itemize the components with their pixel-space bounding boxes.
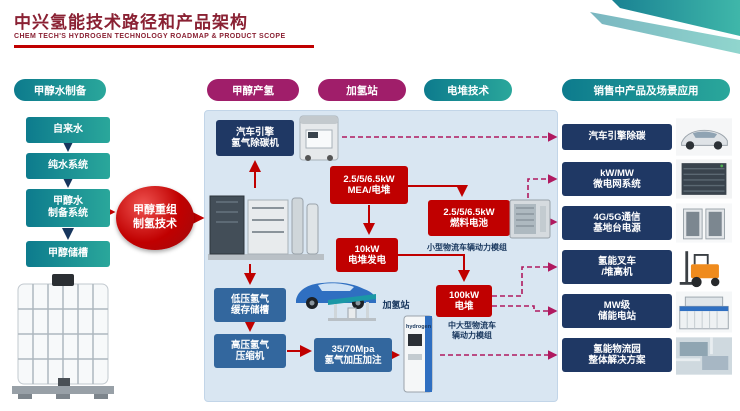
small-logistics-module-label: 小型物流车辆动力模组 — [427, 243, 507, 252]
mid-logistics-module-label: 中大型物流车 辆动力模组 — [448, 321, 496, 340]
pill-methanol-water: 甲醇水制备 — [14, 79, 106, 101]
box-low-pressure-buffer: 低压氢气 缓存储槽 — [214, 288, 286, 322]
white-car-image — [676, 117, 732, 157]
pill-products: 销售中产品及场景应用 — [562, 79, 730, 101]
box-engine-decarbon-machine: 汽车引擎 氢气除碳机 — [216, 120, 294, 156]
corner-decoration — [590, 0, 740, 60]
title-underline — [14, 45, 314, 48]
telecom-cabinets-image — [676, 202, 732, 244]
page-subtitle: CHEM TECH'S HYDROGEN TECHNOLOGY ROADMAP … — [14, 33, 286, 40]
product-box-microgrid: kW/MW 微电网系统 — [562, 162, 672, 196]
pill-refueling-station: 加氢站 — [318, 79, 406, 101]
box-high-pressure-compressor: 高压氢气 压缩机 — [214, 334, 286, 368]
box-100kw-stack: 100kW 电堆 — [436, 285, 492, 317]
box-fuel-cell: 2.5/5/6.5kW 燃料电池 — [428, 200, 510, 236]
box-mea-stack: 2.5/5/6.5kW MEA/电堆 — [330, 166, 408, 204]
dispenser-brand-label: hydrogen — [406, 324, 432, 330]
product-box-logistics-park: 氢能物流园 整体解决方案 — [562, 338, 672, 372]
box-tap-water: 自来水 — [26, 117, 110, 143]
ibc-tank-image — [12, 268, 114, 400]
hydrogen-dispenser-image: hydrogen — [402, 314, 434, 394]
product-box-engine-decarbon: 汽车引擎除碳 — [562, 124, 672, 150]
box-methanol-water-system: 甲醇水 制备系统 — [26, 189, 110, 227]
microgrid-equipment-image — [676, 158, 732, 200]
product-box-telecom-power: 4G/5G通信 基地台电源 — [562, 206, 672, 240]
logistics-park-image — [676, 336, 732, 376]
box-refuel-35-70mpa: 35/70Mpa 氢气加压加注 — [314, 338, 392, 372]
forklift-image — [676, 246, 732, 290]
fuel-cell-image — [508, 196, 552, 242]
station-label: 加氢站 — [382, 300, 410, 310]
refueling-station-image — [328, 290, 376, 322]
box-10kw-generation: 10kW 电堆发电 — [336, 238, 398, 272]
box-pure-water-system: 纯水系统 — [26, 153, 110, 179]
page-title: 中兴氢能技术路径和产品架构 — [14, 13, 248, 32]
pill-stack-tech: 电堆技术 — [424, 79, 512, 101]
reformer-machine-image — [208, 190, 324, 262]
product-box-forklift: 氢能叉车 /堆高机 — [562, 250, 672, 284]
product-box-storage-plant: MW级 储能电站 — [562, 294, 672, 328]
box-methanol-tank: 甲醇储槽 — [26, 241, 110, 267]
reforming-ellipse: 甲醇重组 制氢技术 — [116, 186, 194, 250]
storage-containers-image — [676, 290, 732, 334]
decarbon-machine-image — [298, 114, 340, 162]
pill-methanol-hydrogen: 甲醇产氢 — [207, 79, 299, 101]
